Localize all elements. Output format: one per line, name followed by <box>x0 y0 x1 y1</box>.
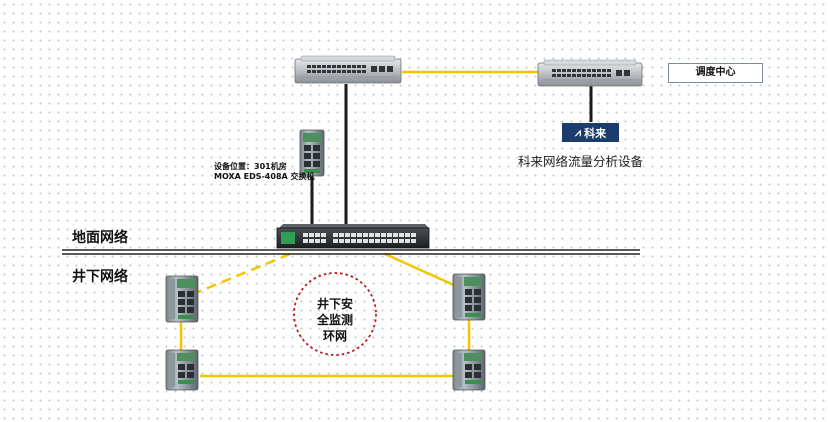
link-ground-to-left-ring <box>197 252 291 294</box>
ring-label-circle <box>293 272 377 356</box>
ring-label-line2: 全监测 <box>316 313 353 327</box>
device-location-line1: 设备位置：301机房 <box>214 162 287 171</box>
analyzer-device-label: 科来网络流量分析设备 <box>518 154 644 169</box>
ring-switch-bottom-left <box>165 349 199 391</box>
colasoft-logo-icon: ⩘ <box>574 125 582 139</box>
zone-underground-label: 井下网络 <box>72 269 128 285</box>
ring-label-line3: 环网 <box>322 329 347 343</box>
device-location-label: 设备位置：301机房 MOXA EDS-408A 交换机 <box>214 162 314 182</box>
ring-switch-bottom-right <box>452 349 486 391</box>
moxa-switch-301 <box>299 129 325 177</box>
ring-label-line1: 井下安 <box>316 297 353 311</box>
ring-switch-top-left <box>165 275 199 323</box>
links <box>179 70 593 378</box>
link-ground-to-right-ring <box>384 252 457 288</box>
analyzer-switch <box>537 59 643 87</box>
zone-divider <box>62 249 640 255</box>
core-switch <box>294 55 402 84</box>
ring-switch-top-right <box>452 273 486 321</box>
dispatch-center-box: 调度中心 <box>668 63 763 83</box>
ground-switch <box>276 224 430 249</box>
device-location-line2: MOXA EDS-408A 交换机 <box>214 172 315 181</box>
zone-ground-label: 地面网络 <box>72 230 128 246</box>
colasoft-brand-badge: ⩘ 科来 <box>562 123 619 142</box>
ring-label-text: 井下安 全监测 环网 <box>300 296 370 344</box>
brand-name: 科来 <box>584 126 607 140</box>
